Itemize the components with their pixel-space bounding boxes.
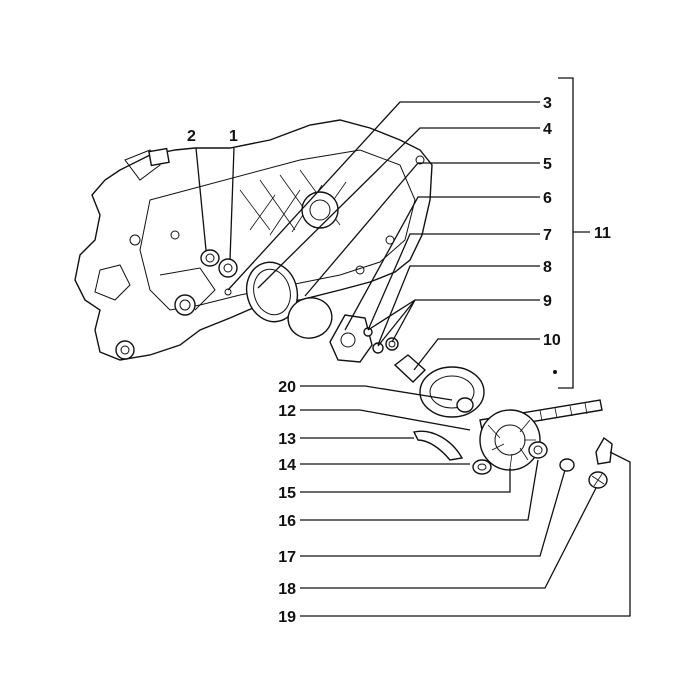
callout-9: 9 [543,293,552,310]
callout-8: 8 [543,259,552,276]
fixed-driving-pulley-rollers [329,314,399,363]
crankcase-housing [74,119,433,361]
callout-16: 16 [278,513,296,530]
callout-4: 4 [543,121,552,138]
callout-5: 5 [543,156,552,173]
washer-14 [472,459,492,475]
callout-15: 15 [278,485,296,502]
callout-20: 20 [278,379,296,396]
callout-labels: 1 2 3 4 5 6 7 8 9 10 11 20 12 13 14 15 1… [187,95,611,626]
callout-1: 1 [229,128,238,145]
curved-cover-plate [412,430,464,461]
callout-13: 13 [278,431,296,448]
callout-14: 14 [278,457,296,474]
leader-lines [195,77,631,617]
callout-6: 6 [543,190,552,207]
oil-seal [245,261,299,323]
callout-12: 12 [278,403,296,420]
nut-18 [588,471,608,489]
washer-17 [559,458,575,472]
callout-10: 10 [543,332,561,349]
callout-19: 19 [278,609,296,626]
callout-11: 11 [594,225,611,242]
movable-driven-half-pulley [419,366,485,418]
bearing-2 [200,249,220,267]
o-ring [287,297,333,339]
callout-7: 7 [543,227,552,244]
callout-3: 3 [543,95,552,112]
bearing-1 [218,258,238,278]
tab-washer-19 [595,436,613,465]
callout-2: 2 [187,128,196,145]
callout-18: 18 [278,581,296,598]
fan-driving-pulley [479,409,541,471]
spacer-bush [393,354,427,383]
callout-17: 17 [278,549,296,566]
nut-16 [528,441,548,459]
